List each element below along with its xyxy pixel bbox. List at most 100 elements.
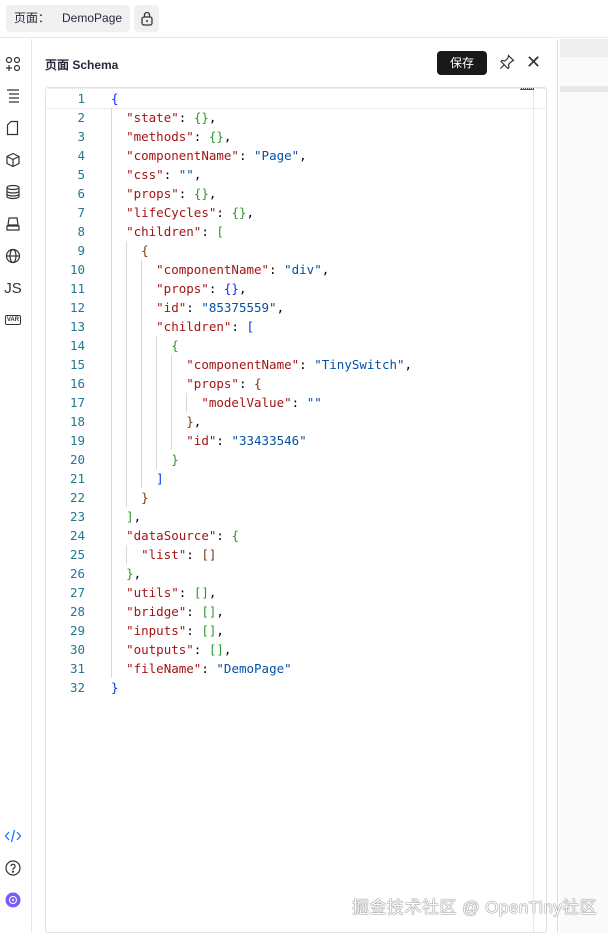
code-line[interactable]: 13 "children": [ [46, 317, 546, 336]
code-line[interactable]: 28 "bridge": [], [46, 602, 546, 621]
code-line[interactable]: 26 }, [46, 564, 546, 583]
indent-guide [111, 165, 112, 184]
code-line[interactable]: 25 "list": [] [46, 545, 546, 564]
bridge-icon[interactable] [4, 215, 22, 233]
close-button[interactable]: ✕ [526, 52, 542, 72]
code-token: } [171, 452, 179, 467]
code-line[interactable]: 19 "id": "33433546" [46, 431, 546, 450]
code-text: "componentName": "Page", [111, 146, 307, 165]
js-icon[interactable]: JS [4, 279, 22, 297]
indent-guide [126, 298, 128, 317]
code-line[interactable]: 29 "inputs": [], [46, 621, 546, 640]
variable-icon[interactable]: VAR [4, 311, 22, 329]
datasource-icon[interactable] [4, 183, 22, 201]
line-number: 16 [69, 376, 85, 391]
code-line[interactable]: 7 "lifeCycles": {}, [46, 203, 546, 222]
code-line[interactable]: 24 "dataSource": { [46, 526, 546, 545]
code-line[interactable]: 14 { [46, 336, 546, 355]
indent-guide [111, 450, 112, 469]
code-token: : [238, 148, 255, 163]
panel-title: 页面 Schema [45, 58, 119, 72]
code-token: {} [193, 110, 209, 125]
code-token: "modelValue" [201, 395, 292, 410]
code-line[interactable]: 10 "componentName": "div", [46, 260, 546, 279]
schema-code-icon[interactable] [4, 827, 22, 845]
code-line[interactable]: 32} [46, 678, 546, 697]
code-line[interactable]: 16 "props": { [46, 374, 546, 393]
lock-button[interactable] [134, 5, 159, 32]
indent-guide [111, 412, 112, 431]
code-text: "componentName": "TinySwitch", [111, 355, 412, 374]
code-token [111, 167, 126, 182]
code-line[interactable]: 5 "css": "", [46, 165, 546, 184]
code-line[interactable]: 3 "methods": {}, [46, 127, 546, 146]
code-line[interactable]: 9 { [46, 241, 546, 260]
code-text: } [111, 678, 119, 697]
code-line[interactable]: 8 "children": [ [46, 222, 546, 241]
page-icon[interactable] [4, 119, 22, 137]
code-line[interactable]: 31 "fileName": "DemoPage" [46, 659, 546, 678]
code-token: "inputs" [126, 623, 187, 638]
code-line[interactable]: 15 "componentName": "TinySwitch", [46, 355, 546, 374]
code-token: "fileName" [126, 661, 202, 676]
code-text: ], [111, 507, 141, 526]
code-line[interactable]: 17 "modelValue": "" [46, 393, 546, 412]
code-token: : [231, 319, 247, 334]
code-line[interactable]: 12 "id": "85375559", [46, 298, 546, 317]
line-number: 28 [69, 604, 85, 619]
code-line[interactable]: 2 "state": {}, [46, 108, 546, 127]
pin-button[interactable] [499, 54, 517, 72]
indent-guide [111, 431, 112, 450]
indent-guide [111, 393, 112, 412]
indent-guide [111, 488, 112, 507]
code-token: , [193, 167, 202, 182]
code-token: : [238, 376, 255, 391]
code-token [111, 661, 126, 676]
code-line[interactable]: 22 } [46, 488, 546, 507]
code-token [111, 262, 156, 277]
line-number: 2 [77, 110, 85, 125]
code-line[interactable]: 4 "componentName": "Page", [46, 146, 546, 165]
indent-guide [111, 374, 112, 393]
indent-guide [156, 393, 158, 412]
ai-robot-icon[interactable] [4, 891, 22, 909]
indent-guide [141, 431, 143, 450]
code-line[interactable]: 30 "outputs": [], [46, 640, 546, 659]
page-selector[interactable]: 页面：DemoPage [6, 5, 130, 32]
code-token [111, 148, 126, 163]
code-line[interactable]: 23 ], [46, 507, 546, 526]
code-line[interactable]: 6 "props": {}, [46, 184, 546, 203]
indent-guide [111, 564, 112, 583]
schema-code-editor[interactable]: 1{2 "state": {},3 "methods": {},4 "compo… [45, 87, 547, 933]
code-text: } [111, 488, 149, 507]
code-token: "dataSource" [126, 528, 217, 543]
code-line[interactable]: 20 } [46, 450, 546, 469]
i18n-icon[interactable] [4, 247, 22, 265]
code-text: }, [111, 412, 201, 431]
components-icon[interactable] [4, 55, 22, 73]
code-line[interactable]: 21 ] [46, 469, 546, 488]
indent-guide [156, 374, 158, 393]
save-button[interactable]: 保存 [437, 51, 487, 75]
block-icon[interactable] [4, 151, 22, 169]
outline-icon[interactable] [4, 87, 22, 105]
code-token: [] [193, 585, 209, 600]
indent-guide [156, 431, 158, 450]
code-line[interactable]: 27 "utils": [], [46, 583, 546, 602]
code-token [111, 110, 126, 125]
code-text: "props": {}, [111, 279, 246, 298]
scrollbar-thumb[interactable] [520, 88, 534, 90]
code-line[interactable]: 18 }, [46, 412, 546, 431]
indent-guide [111, 583, 112, 602]
line-number: 30 [69, 642, 85, 657]
code-token: : [216, 205, 232, 220]
code-token: : [193, 642, 209, 657]
code-text: } [111, 450, 179, 469]
code-line[interactable]: 1{ [46, 88, 546, 109]
help-icon[interactable] [4, 859, 22, 877]
code-line[interactable]: 11 "props": {}, [46, 279, 546, 298]
editor-scrollbar[interactable] [520, 88, 534, 932]
indent-guide [111, 127, 112, 146]
code-token: "85375559" [201, 300, 277, 315]
pin-icon [500, 54, 515, 70]
